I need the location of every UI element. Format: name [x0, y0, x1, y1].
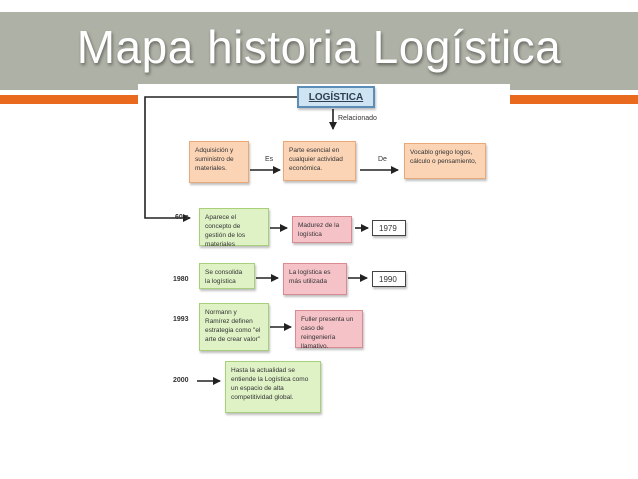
root-to-60s-line [144, 96, 297, 222]
relation-label: Relacionado [338, 115, 377, 122]
event-node-1980: Se consolida la logística [199, 263, 255, 289]
year-2000: 2000 [173, 377, 189, 384]
event-node-1993: Normann y Ramírez definen estrategia com… [199, 303, 269, 351]
header-band [0, 12, 638, 90]
date-node-1990: 1990 [372, 271, 406, 287]
year-1980: 1980 [173, 276, 189, 283]
event-node-2000: Hasta la actualidad se entiende la Logís… [225, 361, 321, 413]
year-60s: 60 s [175, 214, 189, 221]
year-1993: 1993 [173, 316, 189, 323]
result-node-1980: La logística es más utilizada [283, 263, 347, 295]
definition-node-2: Parte esencial en cualquier actividad ec… [283, 141, 356, 181]
de-label: De [378, 156, 387, 163]
definition-node-3: Vocablo griego logos, cálculo o pensamie… [404, 143, 486, 179]
event-node-60s: Aparece el concepto de gestión de los ma… [199, 208, 269, 248]
result-node-60s: Madurez de la logística [292, 216, 352, 243]
definition-node-1: Adquisición y suministro de materiales. [189, 141, 249, 183]
root-node: LOGÍSTICA [297, 86, 375, 108]
result-node-1993: Fuller presenta un caso de reingeniería … [295, 310, 363, 350]
es-label: Es [265, 156, 274, 163]
slide-title: Mapa historia Logística [76, 21, 562, 73]
date-node-1979: 1979 [372, 220, 406, 236]
